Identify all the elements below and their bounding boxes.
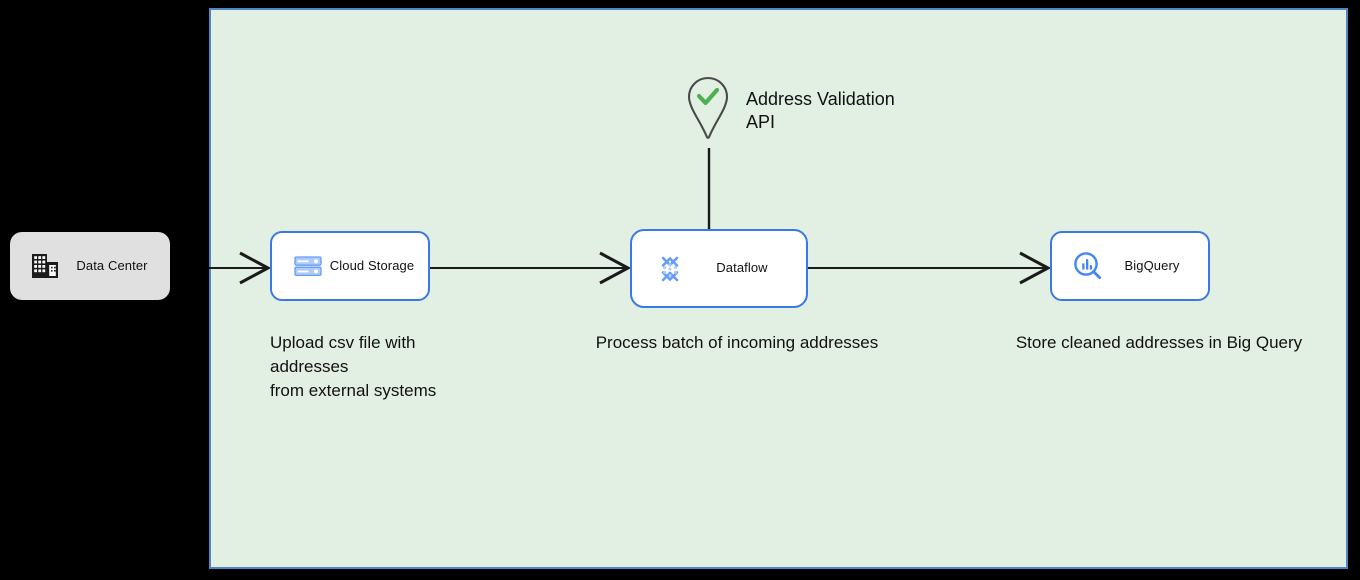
caption-process: Process batch of incoming addresses [595, 333, 879, 352]
map-pin-check-icon [686, 76, 730, 140]
caption-store: Store cleaned addresses in Big Query [1015, 333, 1303, 352]
caption-upload: Upload csv file with addresses from exte… [270, 333, 437, 400]
data-center-building-icon [30, 251, 60, 281]
bigquery-icon [1072, 250, 1104, 282]
node-dataflow[interactable]: Dataflow [630, 229, 808, 308]
dataflow-icon [654, 253, 686, 285]
node-cloud-storage[interactable]: Cloud Storage [270, 231, 430, 301]
external-service-label: Address Validation API [746, 89, 895, 132]
node-label-cloud-storage: Cloud Storage [329, 257, 415, 273]
cloud-storage-icon [292, 250, 324, 282]
node-label-data-center: Data Center [76, 257, 148, 273]
node-label-bigquery: BigQuery [1124, 257, 1180, 273]
node-data-center[interactable]: Data Center [10, 232, 170, 300]
external-service-address-validation-api[interactable]: Address Validation API [686, 76, 895, 140]
node-label-dataflow: Dataflow [716, 260, 768, 276]
node-bigquery[interactable]: BigQuery [1050, 231, 1210, 301]
